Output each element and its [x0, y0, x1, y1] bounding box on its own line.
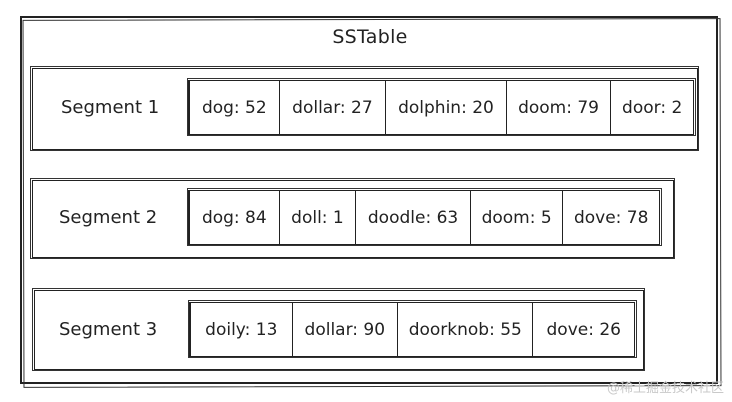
entry-cell: doll: 1	[278, 191, 356, 244]
entry-cell: doodle: 63	[355, 191, 470, 244]
entry-cell: dollar: 27	[278, 81, 386, 134]
entry-cell: dove: 78	[562, 191, 659, 244]
watermark: @稀土掘金技术社区	[606, 381, 724, 396]
segment-3-box: Segment 3 doily: 13 dollar: 90 doorknob:…	[32, 288, 645, 371]
entry-cell: doorknob: 55	[397, 303, 532, 356]
entry-cell: dog: 84	[189, 191, 279, 244]
segment-1-box: Segment 1 dog: 52 dollar: 27 dolphin: 20…	[30, 66, 699, 151]
segment-3-label: Segment 3	[59, 319, 158, 340]
entry-cell: door: 2	[610, 81, 693, 134]
segment-3-entries: doily: 13 dollar: 90 doorknob: 55 dove: …	[188, 300, 637, 358]
segment-2-box: Segment 2 dog: 84 doll: 1 doodle: 63 doo…	[30, 178, 675, 259]
segment-2-entries: dog: 84 doll: 1 doodle: 63 doom: 5 dove:…	[187, 188, 662, 246]
entry-cell: dollar: 90	[291, 303, 398, 356]
entry-cell: doily: 13	[190, 303, 292, 356]
segment-1-label: Segment 1	[61, 97, 160, 118]
entry-cell: dolphin: 20	[385, 81, 506, 134]
sstable-title: SSTable	[332, 26, 408, 48]
sstable-container	[20, 16, 718, 384]
entry-cell: doom: 79	[505, 81, 611, 134]
entry-cell: doom: 5	[469, 191, 563, 244]
entry-cell: dog: 52	[189, 81, 279, 134]
segment-2-label: Segment 2	[59, 207, 158, 228]
segment-1-entries: dog: 52 dollar: 27 dolphin: 20 doom: 79 …	[187, 78, 696, 136]
entry-cell: dove: 26	[532, 303, 634, 356]
